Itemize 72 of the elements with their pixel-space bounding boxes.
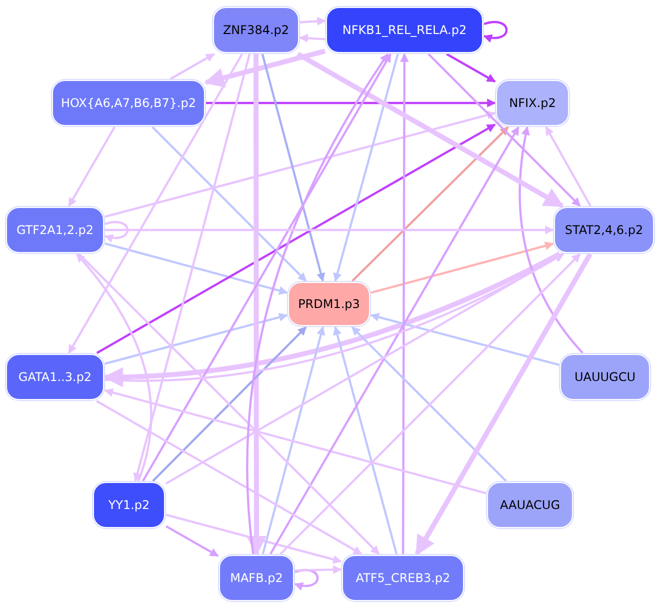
node-label: ZNF384.p2: [222, 23, 290, 37]
arrow: [246, 53, 389, 554]
arrow: [280, 253, 581, 555]
node-label: GTF2A1,2.p2: [16, 223, 94, 237]
node-label: ATF5_CREB3.p2: [356, 571, 450, 585]
node-label: PRDM1.p3: [298, 297, 360, 311]
arrow: [165, 253, 564, 485]
arrow: [428, 53, 581, 207]
arrow: [152, 326, 307, 482]
arrow: [294, 565, 342, 574]
arrow: [370, 242, 554, 294]
arrow: [133, 54, 251, 482]
arrow: [206, 98, 496, 108]
arrow: [246, 54, 266, 556]
arrow: [262, 326, 326, 554]
arrow: [414, 252, 592, 556]
node-label: STAT2,4,6.p2: [564, 223, 644, 237]
gene-node: [288, 282, 370, 326]
arrow: [483, 21, 508, 42]
arrow: [76, 253, 152, 482]
gene-node: [213, 7, 299, 53]
node-label: NFKB1_REL_RELA.p2: [342, 23, 467, 37]
arrow: [270, 126, 520, 555]
arrow: [299, 34, 326, 43]
gene-node: [326, 7, 483, 53]
arrow: [352, 126, 509, 282]
arrow: [105, 226, 554, 234]
node-label: UAUUGCU: [574, 370, 636, 384]
node-label: YY1.p2: [108, 498, 150, 512]
node-label: NFIX.p2: [509, 96, 556, 110]
gene-node: [6, 354, 104, 400]
arrow: [294, 569, 319, 590]
arrow: [68, 126, 116, 207]
arrow: [296, 52, 564, 208]
node-label: MAFB.p2: [230, 571, 283, 585]
arrow: [333, 326, 398, 554]
arrow: [370, 312, 560, 366]
arrow: [96, 400, 362, 555]
arrow: [104, 221, 129, 242]
gene-node: [6, 207, 104, 253]
arrow: [166, 514, 342, 564]
arrow: [104, 242, 288, 295]
arrow: [104, 312, 288, 365]
arrow: [152, 126, 307, 282]
arrow: [545, 126, 592, 207]
node-label: GATA1..3.p2: [18, 370, 92, 384]
arrow: [170, 53, 215, 80]
gene-node: [487, 482, 573, 528]
arrow: [96, 124, 496, 354]
gene-node: [560, 354, 650, 400]
arrow: [78, 253, 380, 555]
arrow: [300, 16, 326, 26]
gene-node: [219, 555, 294, 601]
arrow: [165, 525, 219, 557]
arrow: [518, 126, 584, 354]
arrow: [333, 54, 399, 282]
gene-node: [496, 80, 569, 126]
node-label: HOX{A6,A7,B6,B7}.p2: [60, 96, 196, 110]
arrow: [104, 110, 496, 218]
gene-node: [52, 80, 205, 126]
gene-node: [342, 555, 464, 601]
arrow: [68, 53, 244, 354]
arrow: [104, 388, 486, 494]
arrow: [204, 48, 326, 88]
gene-node: [93, 482, 165, 528]
arrow: [446, 53, 496, 83]
arrow: [351, 326, 507, 482]
gene-node: [554, 207, 654, 253]
arrow: [261, 54, 326, 282]
arrow: [142, 53, 392, 482]
node-label: AAUACUG: [500, 498, 560, 512]
arrow: [400, 53, 409, 554]
